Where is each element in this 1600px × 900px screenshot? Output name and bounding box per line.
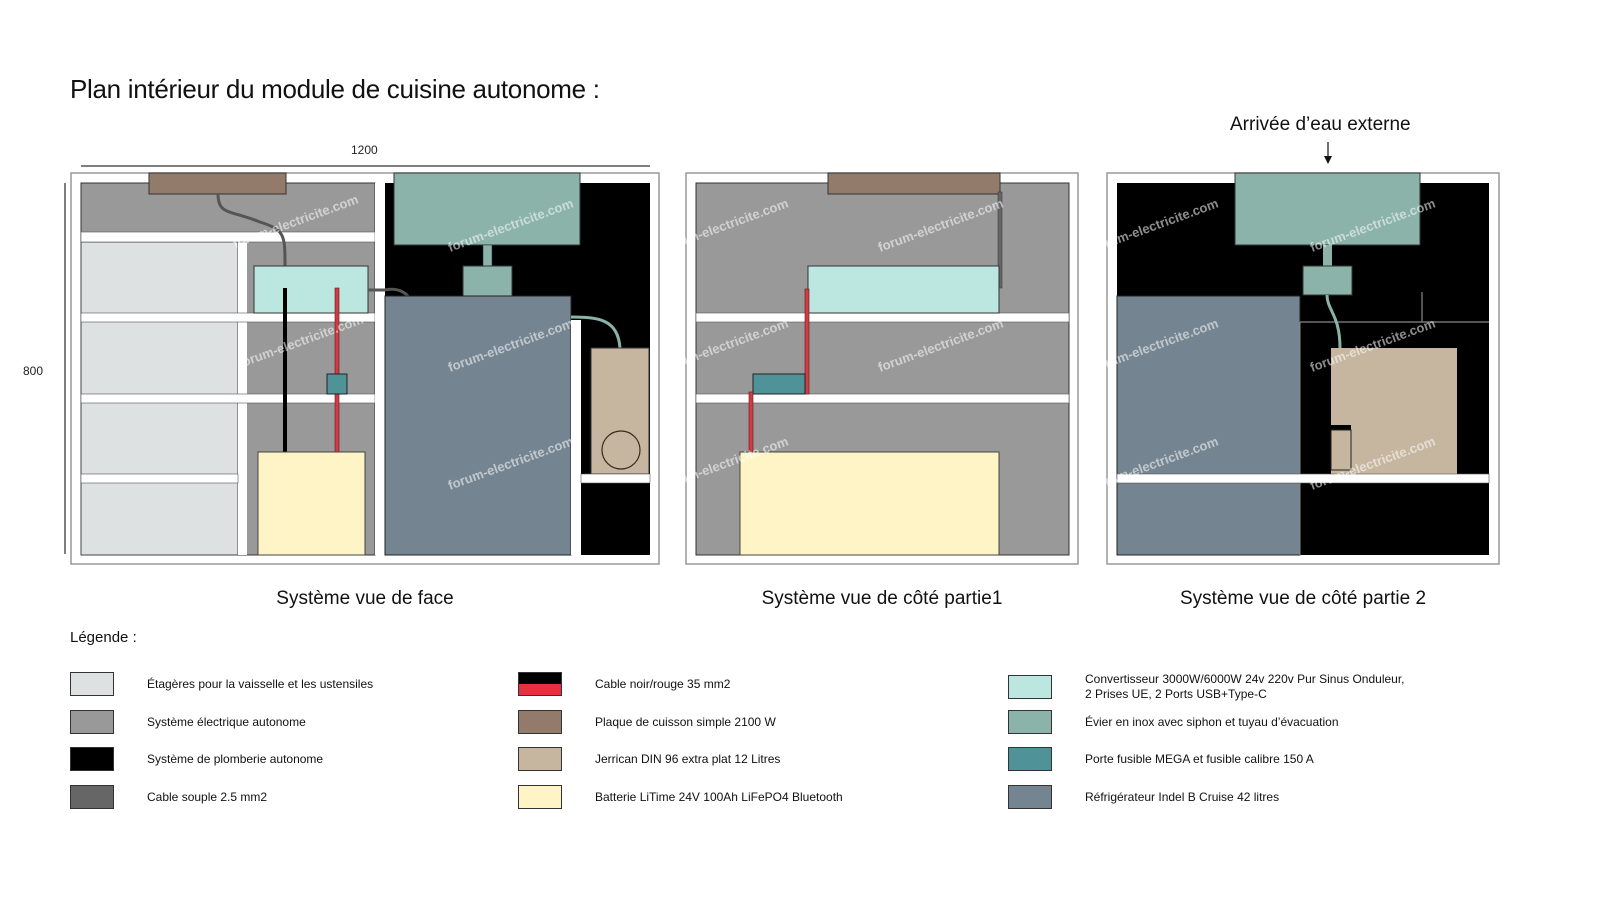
legend-swatch-inverter [1008,675,1052,699]
legend-item: Réfrigérateur Indel B Cruise 42 litres [1008,785,1279,809]
face-shelf [580,473,651,484]
legend-label: Système électrique autonome [147,714,306,729]
legend-swatch-sink [1008,710,1052,734]
width-dimension-label: 1200 [351,143,378,157]
legend-swatch-jerrican [518,747,562,771]
face-battery [257,451,366,556]
legend-label: Cable noir/rouge 35 mm2 [595,676,731,691]
face-partition-right [571,320,581,555]
side1-battery [739,451,1000,556]
side2-fridge [1116,295,1301,556]
legend-label: Étagères pour la vaisselle et les ustens… [147,676,374,691]
side2-drain-pipe [1325,294,1342,349]
side2-jerrican-tap [1330,429,1352,471]
legend-label: Réfrigérateur Indel B Cruise 42 litres [1085,789,1280,804]
legend-swatch-fridge [1008,785,1052,809]
face-red-cable [334,287,340,454]
side1-shelf [695,312,1070,323]
side2-sink [1234,172,1421,246]
legend-swatch-flexible-cable [70,785,114,809]
side1-shelf [695,393,1070,404]
legend-item: Plaque de cuisson simple 2100 W [518,710,776,734]
legend-item: Cable noir/rouge 35 mm2 [518,672,730,696]
caption-side-view-2: Système vue de côté partie 2 [1179,588,1427,609]
legend-swatch-cooking-plate [518,710,562,734]
face-cooking-plate [148,172,287,195]
face-shelf [80,393,376,404]
height-dimension-label: 800 [23,364,44,378]
legend-title: Légende : [70,629,137,646]
face-shelf [80,312,376,323]
face-jerrican [590,347,650,475]
legend-item: Étagères pour la vaisselle et les ustens… [70,672,373,696]
down-arrow-icon [1324,142,1332,164]
face-jerrican-cap [601,430,641,470]
legend-swatch-plumbing [70,747,114,771]
legend-swatch-battery [518,785,562,809]
legend-swatch-shelves [70,672,114,696]
legend-item: Jerrican DIN 96 extra plat 12 Litres [518,747,780,771]
water-inlet-label: Arrivée d’eau externe [1230,114,1411,135]
legend-label: Convertisseur 3000W/6000W 24v 220v Pur S… [1085,672,1405,701]
legend-item: Évier en inox avec siphon et tuyau d’éva… [1008,710,1339,734]
face-siphon-box [462,265,513,297]
legend-label: Évier en inox avec siphon et tuyau d’éva… [1085,714,1339,729]
view-side1 [685,172,1079,565]
face-flexible-cable [216,193,287,267]
face-shelf [80,231,376,243]
legend-label: Cable souple 2.5 mm2 [147,789,268,804]
legend-label: Batterie LiTime 24V 100Ah LiFePO4 Blueto… [595,789,843,804]
legend-item: Système électrique autonome [70,710,306,734]
side1-fuse-holder [752,373,806,395]
face-black-cable [283,288,287,453]
legend-label: Jerrican DIN 96 extra plat 12 Litres [595,751,781,766]
face-fridge [384,295,572,556]
legend-item: Système de plomberie autonome [70,747,323,771]
face-sink [393,172,581,246]
legend-item: Convertisseur 3000W/6000W 24v 220v Pur S… [1008,672,1405,702]
side1-cooking-plate [827,172,1001,195]
legend-swatch-electrical [70,710,114,734]
legend-label: Plaque de cuisson simple 2100 W [595,714,776,729]
face-drain-pipe [570,315,622,349]
face-shelf [80,473,239,484]
view-face [70,172,660,565]
side2-jerrican [1331,348,1457,474]
view-side2 [1106,172,1500,565]
side1-inverter [807,265,1000,314]
face-siphon [482,244,493,267]
caption-face-view: Système vue de face [276,588,454,609]
side2-siphon-box [1302,265,1353,296]
side1-flexible-cable [997,191,1003,289]
face-inverter [253,265,369,314]
legend-item: Cable souple 2.5 mm2 [70,785,267,809]
face-partition [375,183,385,555]
legend-swatch-fuse-holder [1008,747,1052,771]
legend-label: Système de plomberie autonome [147,751,324,766]
legend-item: Porte fusible MEGA et fusible calibre 15… [1008,747,1314,771]
legend-label: Porte fusible MEGA et fusible calibre 15… [1085,751,1314,766]
side1-red-cable [804,288,810,395]
side2-siphon [1323,245,1332,266]
page-title: Plan intérieur du module de cuisine auto… [70,74,600,104]
legend-item: Batterie LiTime 24V 100Ah LiFePO4 Blueto… [518,785,843,809]
caption-side-view-1: Système vue de côté partie1 [761,588,1003,609]
face-fuse-holder [326,373,348,395]
side2-shelf [1116,473,1490,484]
legend-swatch-black-red-cable [518,672,562,696]
